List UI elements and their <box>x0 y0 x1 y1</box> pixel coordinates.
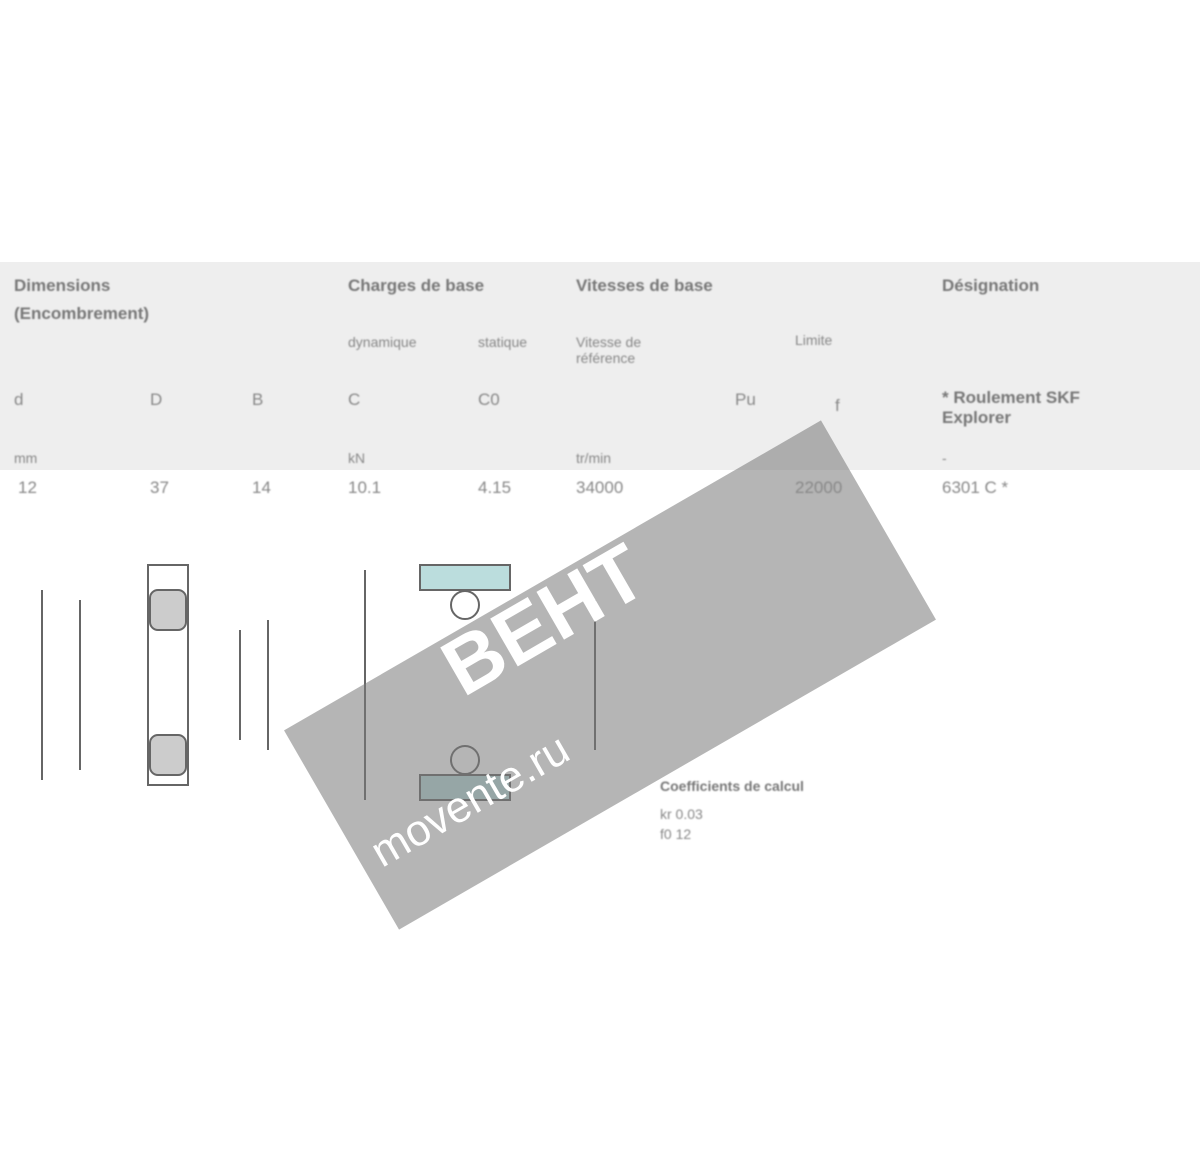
header-speeds: Vitesses de base <box>576 276 713 295</box>
col-C0: C0 <box>478 390 500 409</box>
calc-kr: kr 0.03 <box>660 806 703 822</box>
cell-D: 37 <box>150 478 169 497</box>
unit-rpm: tr/min <box>576 450 611 466</box>
sub-explorer: * Roulement SKF Explorer <box>942 388 1080 427</box>
col-f: f <box>835 396 840 415</box>
cell-designation: 6301 C * <box>942 478 1009 497</box>
cell-C0: 4.15 <box>478 478 512 497</box>
header-designation: Désignation <box>942 276 1040 295</box>
cell-limit: 22000 <box>795 478 843 497</box>
sub-limit: Limite <box>795 332 833 348</box>
col-d: d <box>14 390 24 409</box>
unit-kn: kN <box>348 450 366 466</box>
cell-C: 10.1 <box>348 478 382 497</box>
cell-d: 12 <box>18 478 37 497</box>
sub-static: statique <box>478 334 528 350</box>
table-header <box>0 262 1200 470</box>
header-dimensions-sub: (Encombrement) <box>14 304 150 323</box>
col-C: C <box>348 390 361 409</box>
table-row <box>0 470 1200 505</box>
header-loads: Charges de base <box>348 276 485 295</box>
col-pu: Pu <box>735 390 756 409</box>
calc-title: Coefficients de calcul <box>660 778 804 794</box>
calc-f0: f0 12 <box>660 826 692 842</box>
bearing-section-drawing <box>41 564 269 786</box>
unit-mm: mm <box>14 450 38 466</box>
cell-B: 14 <box>252 478 271 497</box>
unit-dash: - <box>942 450 947 466</box>
header-dimensions: Dimensions <box>14 276 111 295</box>
col-B: B <box>252 390 264 409</box>
col-D: D <box>150 390 163 409</box>
sub-ref-speed: Vitesse de référence <box>576 334 642 366</box>
sub-dynamic: dynamique <box>348 334 417 350</box>
cell-ref-speed: 34000 <box>576 478 624 497</box>
